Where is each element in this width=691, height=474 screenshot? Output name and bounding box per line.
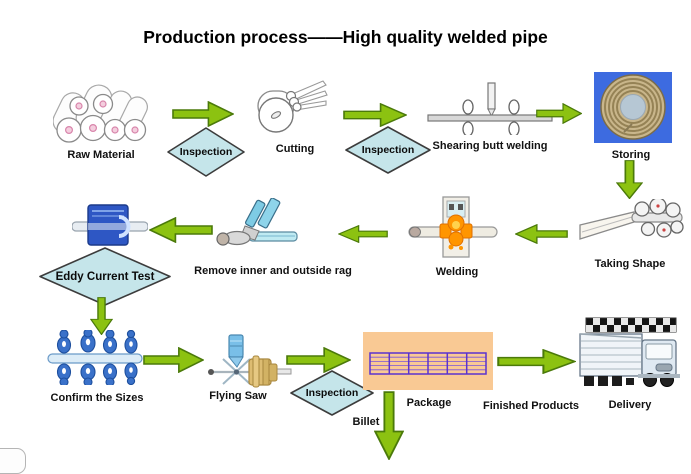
remove-rag-image — [211, 198, 299, 252]
arrow-remove-to-eddy-icon — [149, 217, 213, 243]
taking-shape-label: Taking Shape — [594, 258, 666, 270]
delivery-truck-image — [576, 316, 684, 393]
shearing-butt-welding-image — [424, 79, 556, 135]
finished-products-label: Finished Products — [483, 400, 579, 412]
storing-image — [594, 72, 672, 143]
inspection-diamond-3: Inspection — [290, 370, 374, 416]
shearing-label: Shearing butt welding — [432, 140, 548, 152]
delivery-label: Delivery — [608, 399, 652, 411]
raw-material-image — [53, 78, 151, 144]
cutting-label: Cutting — [275, 143, 315, 155]
eddy-current-test-label: Eddy Current Test — [55, 270, 155, 283]
inspection-diamond-3-label: Inspection — [305, 387, 359, 399]
arrow-shearing-to-storing-icon — [536, 103, 582, 124]
raw-material-label: Raw Material — [67, 149, 135, 161]
eddy-device-image — [72, 203, 148, 249]
package-label: Package — [406, 397, 452, 409]
confirm-sizes-image — [44, 330, 146, 385]
taking-shape-image — [578, 199, 684, 253]
confirm-sizes-label: Confirm the Sizes — [50, 392, 144, 404]
welding-image — [407, 195, 499, 263]
flying-saw-image — [203, 333, 293, 391]
billet-label: Billet — [352, 416, 380, 428]
arrow-flying-saw-to-package-icon — [286, 347, 351, 373]
arrow-taking-shape-to-welding-icon — [515, 224, 568, 244]
arrow-package-down-icon — [374, 391, 404, 460]
arrow-confirm-to-flying-saw-icon — [143, 347, 204, 373]
arrow-cutting-to-shearing-icon — [343, 103, 407, 127]
arrow-storing-to-taking-shape-icon — [616, 160, 643, 199]
remove-rag-label: Remove inner and outside rag — [194, 265, 352, 277]
inspection-diamond-1-label: Inspection — [179, 146, 233, 158]
storing-label: Storing — [611, 149, 651, 161]
flowchart-canvas: Production process——High quality welded … — [0, 27, 684, 474]
cutting-image — [246, 79, 328, 137]
inspection-diamond-1: Inspection — [167, 127, 245, 177]
arrow-eddy-to-confirm-icon — [90, 297, 113, 335]
inspection-diamond-2: Inspection — [345, 126, 431, 174]
eddy-current-test-diamond: Eddy Current Test — [39, 247, 171, 306]
arrow-package-to-delivery-icon — [497, 349, 576, 374]
welding-label: Welding — [435, 266, 479, 278]
inspection-diamond-2-label: Inspection — [361, 144, 415, 156]
page-title: Production process——High quality welded … — [143, 27, 548, 47]
arrow-raw-to-cutting-icon — [172, 101, 234, 127]
arrow-welding-to-remove-icon — [338, 225, 388, 243]
flying-saw-label: Flying Saw — [209, 390, 267, 402]
corner-artifact — [0, 448, 26, 474]
package-image — [363, 332, 493, 390]
